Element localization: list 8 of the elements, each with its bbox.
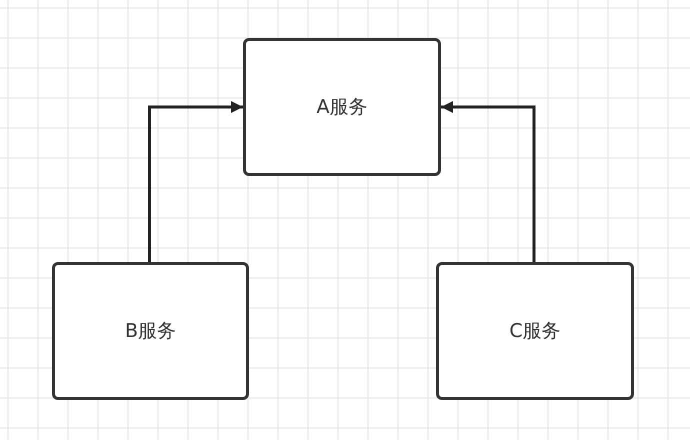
arrow (441, 101, 536, 262)
box-label: A服务 (316, 95, 368, 120)
box-label: B服务 (124, 319, 176, 344)
service-box (436, 262, 634, 400)
service-box (52, 262, 249, 400)
arrow (148, 101, 243, 262)
service-box (243, 38, 441, 176)
box-label: C服务 (509, 319, 561, 344)
